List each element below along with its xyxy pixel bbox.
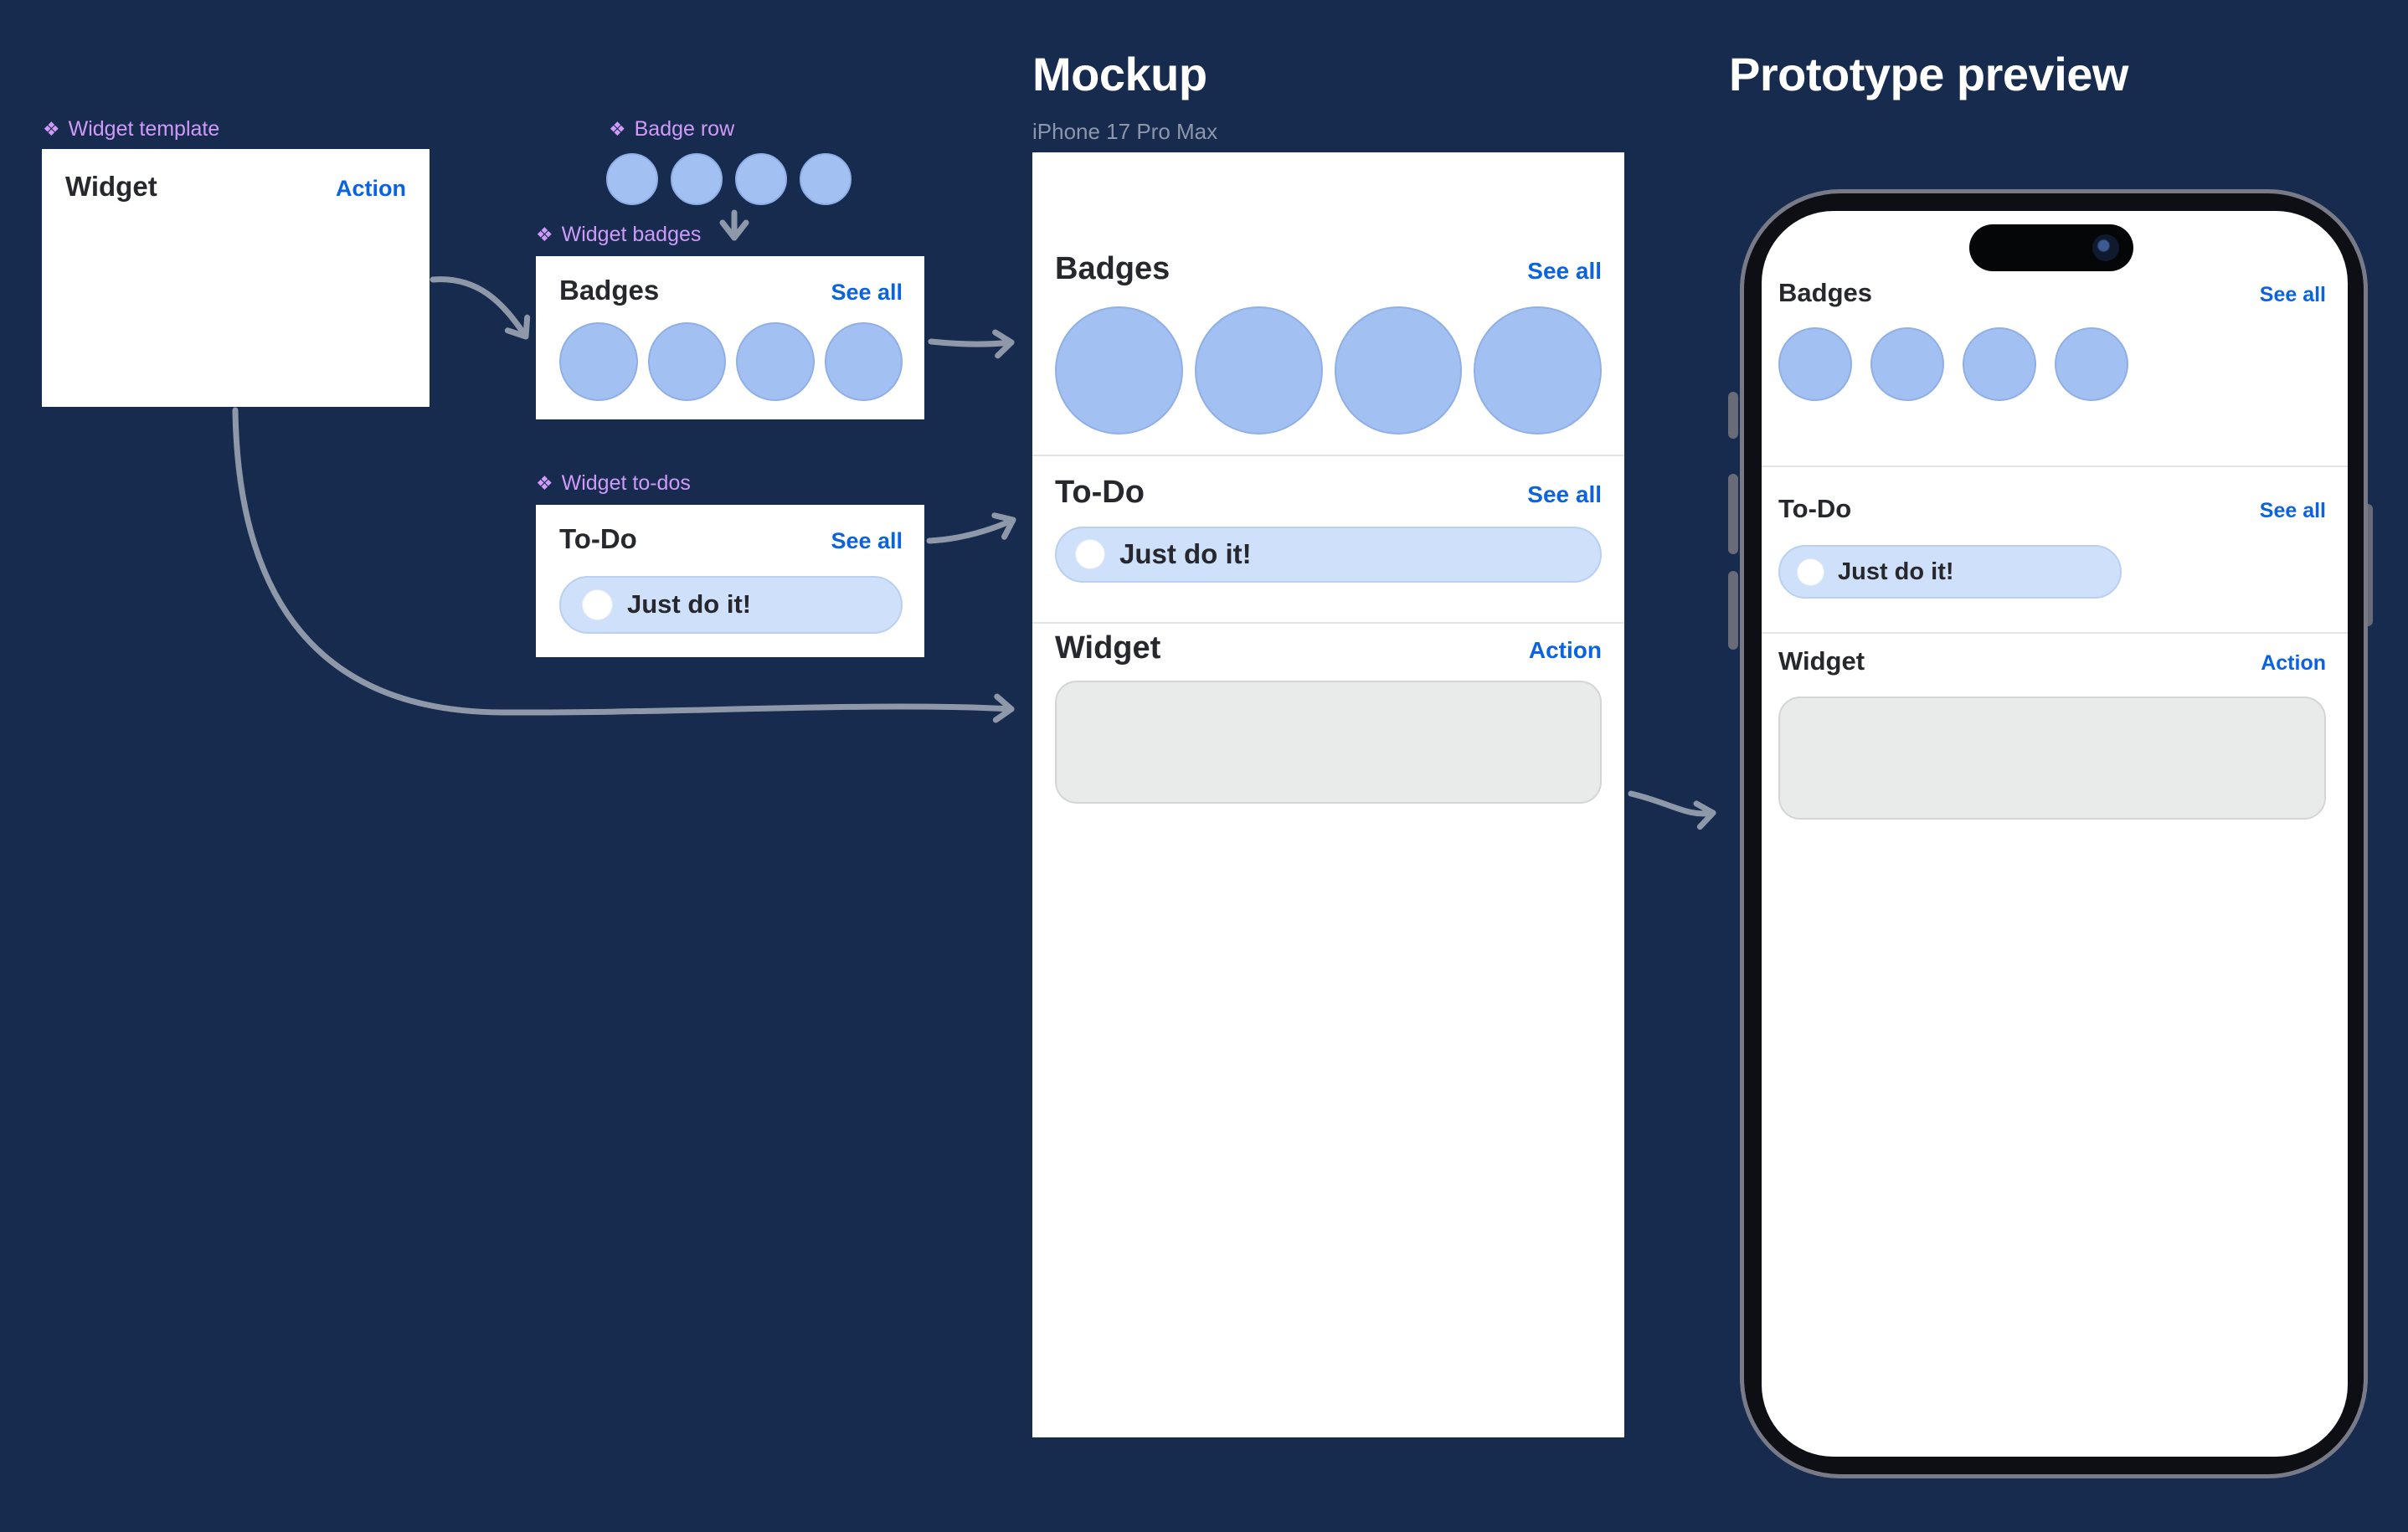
mockup-device-subtitle: iPhone 17 Pro Max	[1032, 119, 1218, 144]
badge-circle[interactable]	[2055, 326, 2128, 401]
component-label-text: Widget template	[68, 117, 220, 141]
mockup-badges-see-all-link[interactable]: See all	[1527, 258, 1602, 284]
section-divider	[1762, 465, 2348, 467]
badge-circle[interactable]	[1474, 306, 1602, 434]
mockup-frame[interactable]: Badges See all To-Do See all Just do it!…	[1032, 152, 1624, 1437]
prototype-todo-see-all-link[interactable]: See all	[2259, 498, 2326, 522]
todo-card-see-all-link[interactable]: See all	[831, 528, 903, 553]
action-button	[1728, 392, 1738, 439]
badge-circle[interactable]	[606, 153, 658, 205]
component-label-text: Badge row	[634, 117, 735, 141]
badges-card-circles	[559, 321, 903, 401]
widget-todos-card[interactable]: To-Do See all Just do it!	[536, 505, 924, 657]
badges-card-title: Badges	[559, 275, 660, 306]
front-camera-icon	[2092, 234, 2119, 261]
badges-card-see-all-link[interactable]: See all	[831, 280, 903, 305]
badge-circle[interactable]	[559, 321, 638, 401]
widget-template-title: Widget	[65, 171, 157, 202]
component-label-widget-todos[interactable]: ❖ Widget to-dos	[536, 471, 691, 495]
mockup-widget-title: Widget	[1055, 630, 1161, 666]
badge-circle[interactable]	[735, 153, 787, 205]
mockup-badges-title: Badges	[1055, 251, 1171, 286]
badge-circle[interactable]	[1963, 326, 2036, 401]
badge-circle[interactable]	[800, 153, 852, 205]
todo-card-title: To-Do	[559, 523, 637, 554]
prototype-widget-action-link[interactable]: Action	[2261, 651, 2326, 676]
volume-up-button	[1728, 474, 1738, 554]
prototype-todo-checkbox[interactable]	[1797, 558, 1824, 586]
component-label-badge-row[interactable]: ❖ Badge row	[609, 117, 734, 141]
badge-circle[interactable]	[824, 321, 903, 401]
mockup-badge-circles	[1055, 306, 1602, 434]
widget-template-action-link[interactable]: Action	[336, 176, 406, 201]
badge-circle[interactable]	[647, 321, 726, 401]
component-label-text: Widget to-dos	[561, 471, 691, 495]
widget-badges-card[interactable]: Badges See all	[536, 256, 924, 419]
mockup-todo-pill[interactable]: Just do it!	[1055, 526, 1602, 583]
badge-circle[interactable]	[1334, 306, 1463, 434]
mockup-todo-label: Just do it!	[1119, 538, 1252, 570]
prototype-badge-circles	[1778, 326, 2326, 401]
connector-badges-card-to-mockup	[928, 329, 1015, 359]
section-divider	[1032, 454, 1624, 456]
badge-circle[interactable]	[736, 321, 815, 401]
badge-circle[interactable]	[1194, 306, 1323, 434]
todo-checkbox[interactable]	[582, 589, 613, 620]
widget-template-card[interactable]: Widget Action	[42, 149, 430, 407]
todo-item-label: Just do it!	[627, 589, 752, 619]
mockup-todo-checkbox[interactable]	[1075, 539, 1105, 570]
prototype-badges-see-all-link[interactable]: See all	[2259, 283, 2326, 306]
mockup-title: Mockup	[1032, 48, 1207, 100]
connector-mockup-to-prototype	[1628, 790, 1716, 830]
prototype-title: Prototype preview	[1729, 48, 2128, 100]
mockup-widget-placeholder	[1055, 680, 1602, 804]
prototype-todo-title: To-Do	[1778, 493, 1852, 523]
component-label-widget-badges[interactable]: ❖ Widget badges	[536, 223, 701, 246]
prototype-widget-placeholder	[1778, 696, 2326, 820]
prototype-badges-title: Badges	[1778, 278, 1872, 307]
component-diamond-icon: ❖	[609, 117, 626, 140]
todo-item-pill[interactable]: Just do it!	[559, 575, 903, 634]
badge-circle[interactable]	[1870, 326, 1944, 401]
section-divider	[1762, 632, 2348, 635]
connector-template-to-badges-card	[430, 276, 531, 340]
volume-down-button	[1728, 571, 1738, 650]
connector-todos-card-to-mockup	[926, 512, 1016, 544]
mockup-todo-title: To-Do	[1055, 474, 1145, 510]
mockup-todo-see-all-link[interactable]: See all	[1527, 481, 1602, 507]
component-diamond-icon: ❖	[536, 471, 553, 494]
section-divider	[1032, 621, 1624, 624]
component-diamond-icon: ❖	[43, 117, 60, 140]
component-label-text: Widget badges	[561, 223, 702, 246]
badge-circle[interactable]	[1055, 306, 1183, 434]
badge-circle[interactable]	[1778, 326, 1852, 401]
prototype-todo-label: Just do it!	[1838, 558, 1954, 585]
component-diamond-icon: ❖	[536, 223, 553, 245]
prototype-todo-pill[interactable]: Just do it!	[1778, 545, 2122, 599]
component-label-widget-template[interactable]: ❖ Widget template	[43, 117, 219, 141]
badge-row-circles	[606, 153, 852, 205]
iphone-screen: Badges See all To-Do See all Just do it!…	[1762, 211, 2348, 1457]
mockup-widget-action-link[interactable]: Action	[1528, 636, 1602, 663]
prototype-widget-title: Widget	[1778, 646, 1865, 676]
badge-circle[interactable]	[671, 153, 723, 205]
